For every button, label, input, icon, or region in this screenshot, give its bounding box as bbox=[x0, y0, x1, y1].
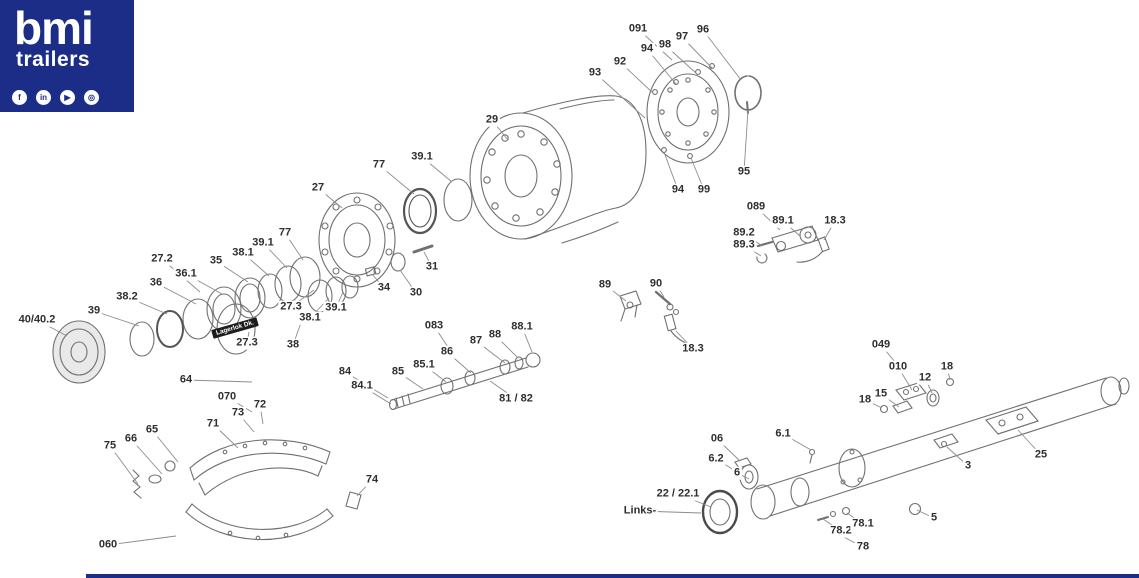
brand-name: bmi bbox=[14, 2, 94, 54]
leader-line bbox=[664, 44, 698, 75]
leader-line bbox=[155, 282, 197, 305]
leader-line bbox=[823, 220, 836, 241]
leader-line bbox=[491, 119, 509, 141]
leader-line bbox=[344, 371, 389, 399]
leader-line bbox=[677, 493, 712, 508]
linkedin-icon[interactable]: in bbox=[36, 90, 51, 105]
leader-line bbox=[846, 512, 864, 525]
leader-line bbox=[475, 340, 506, 364]
leader-line bbox=[107, 535, 177, 546]
leader-line bbox=[433, 325, 451, 351]
leader-line bbox=[399, 269, 417, 294]
leader-line bbox=[259, 404, 264, 425]
leader-line bbox=[715, 458, 738, 473]
leader-line bbox=[880, 393, 900, 408]
leader-line bbox=[822, 518, 842, 532]
leader-line bbox=[880, 344, 901, 369]
leader-line bbox=[619, 61, 655, 95]
leader-line bbox=[237, 412, 255, 433]
leader-line bbox=[93, 310, 140, 327]
leader-line bbox=[246, 331, 250, 344]
leader-line bbox=[423, 364, 447, 383]
brand-subtitle: trailers bbox=[16, 48, 91, 71]
leader-line bbox=[371, 273, 385, 289]
leader-line bbox=[423, 251, 433, 268]
leader-line bbox=[161, 258, 201, 293]
leader-line bbox=[755, 206, 781, 231]
leader-line bbox=[226, 396, 253, 413]
leader-line bbox=[335, 291, 344, 309]
leader-line bbox=[361, 385, 392, 405]
leader-line bbox=[736, 472, 750, 480]
leader-line bbox=[446, 351, 472, 374]
leader-line bbox=[1017, 429, 1042, 456]
leader-line bbox=[378, 164, 415, 195]
footer-bar bbox=[86, 574, 1139, 578]
leader-line bbox=[215, 260, 249, 283]
leader-line bbox=[212, 423, 239, 449]
leader-line bbox=[782, 433, 812, 451]
leader-line bbox=[242, 252, 270, 277]
leader-line bbox=[655, 283, 665, 298]
leader-line bbox=[639, 510, 702, 514]
leader-line bbox=[681, 36, 713, 69]
leader-line bbox=[946, 446, 969, 467]
leader-line bbox=[916, 509, 935, 519]
leader-line bbox=[829, 529, 864, 548]
leader-line bbox=[109, 445, 139, 485]
leader-line bbox=[397, 371, 424, 390]
leader-line bbox=[716, 438, 741, 462]
leader-line bbox=[290, 289, 315, 308]
facebook-icon[interactable]: f bbox=[12, 90, 27, 105]
youtube-icon[interactable]: ▶ bbox=[60, 90, 75, 105]
leader-line bbox=[702, 29, 742, 81]
leader-line bbox=[489, 380, 517, 400]
leader-line bbox=[126, 296, 168, 315]
leader-line bbox=[292, 319, 303, 346]
instagram-icon[interactable]: ◎ bbox=[84, 90, 99, 105]
leader-line bbox=[637, 28, 673, 61]
leader-line bbox=[743, 109, 749, 173]
leader-line bbox=[494, 334, 519, 359]
leader-line bbox=[946, 366, 951, 381]
leader-line bbox=[743, 232, 763, 247]
leader-line bbox=[317, 187, 343, 209]
leader-line bbox=[594, 72, 646, 119]
leader-line bbox=[130, 438, 163, 475]
leader-line bbox=[421, 156, 453, 183]
leader-line bbox=[675, 330, 694, 350]
leader-line bbox=[309, 297, 330, 319]
leader-line bbox=[663, 151, 679, 191]
leader-line bbox=[690, 157, 705, 191]
leader-line bbox=[151, 429, 179, 463]
leader-line bbox=[185, 379, 253, 383]
leader-line bbox=[521, 326, 533, 353]
leader-line bbox=[284, 232, 304, 261]
leader-line bbox=[743, 244, 762, 257]
leader-line bbox=[646, 48, 677, 85]
leader-line bbox=[604, 284, 627, 302]
leader-line bbox=[36, 319, 68, 337]
leader-line bbox=[782, 220, 801, 237]
leader-line bbox=[262, 242, 288, 269]
leader-line bbox=[864, 399, 883, 409]
leader-line bbox=[897, 366, 913, 391]
leader-line bbox=[356, 479, 373, 497]
leader-line bbox=[924, 377, 933, 394]
